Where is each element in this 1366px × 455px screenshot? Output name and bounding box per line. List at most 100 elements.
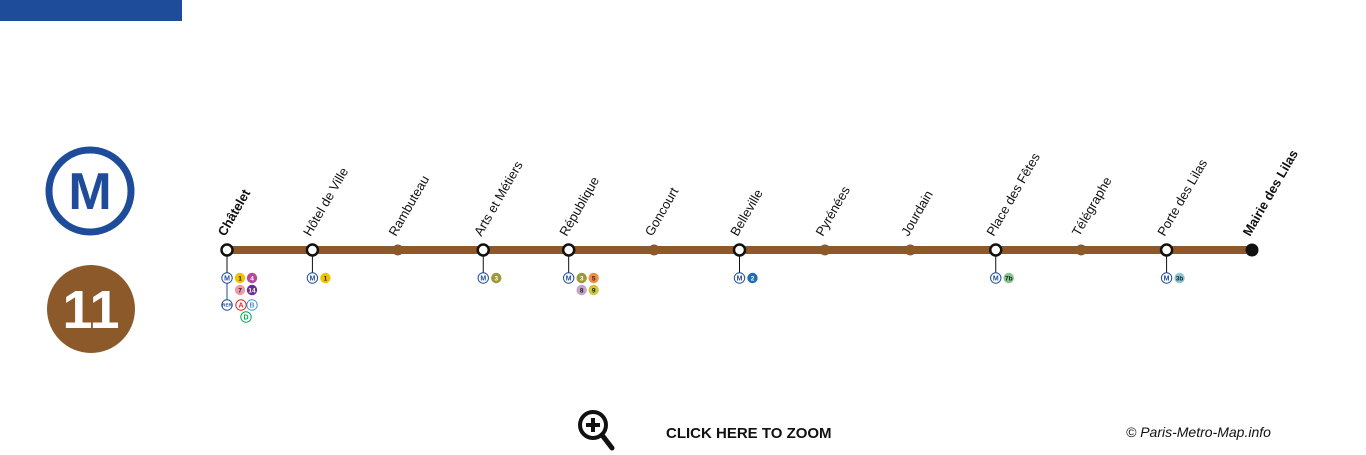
station-rambuteau[interactable]: Rambuteau: [385, 173, 432, 256]
station-connections: M 3b: [1160, 272, 1185, 284]
connection-badge-rer: [221, 299, 233, 311]
connection-badge-label: 9: [592, 288, 596, 295]
station-mairie-des-lilas[interactable]: Mairie des Lilas: [1240, 147, 1301, 257]
connection-badge-label: RER: [222, 303, 232, 308]
line-number-badge: 11: [47, 265, 135, 353]
connection-badge-8: [576, 284, 587, 296]
station-marker[interactable]: [561, 243, 576, 257]
station-marker[interactable]: [476, 243, 490, 257]
connection-badge-label: B: [249, 303, 254, 310]
connection-badge-7: [234, 284, 246, 296]
station-label: Télégraphe: [1069, 174, 1115, 238]
station-telegraphe[interactable]: Télégraphe: [1069, 174, 1115, 256]
station-marker[interactable]: [904, 244, 916, 256]
connection-badge-1: [320, 272, 331, 284]
connection-badge-label: 2: [751, 276, 755, 283]
connection-badge-7b: [1003, 272, 1014, 284]
copyright-text: © Paris-Metro-Map.info: [1126, 424, 1271, 440]
connection-badge-m: [477, 272, 489, 284]
station-marker[interactable]: [392, 244, 404, 256]
connection-badge-label: 3: [580, 276, 584, 283]
connection-badge-b: [246, 299, 258, 311]
station-marker[interactable]: [1075, 244, 1087, 256]
connection-badge-label: 4: [250, 276, 254, 283]
connection-badge-4: [246, 272, 258, 284]
station-jourdain[interactable]: Jourdain: [898, 188, 936, 256]
zoom-in-icon: [578, 410, 615, 451]
connection-badge-14: [246, 284, 258, 296]
connection-badge-label: M: [737, 276, 743, 283]
station-label: Châtelet: [215, 186, 254, 238]
connection-badge-label: 3: [494, 276, 498, 283]
station-connections: M 3 5 8 9: [562, 272, 599, 296]
station-label: Mairie des Lilas: [1240, 147, 1301, 238]
connection-badge-label: 1: [238, 276, 242, 283]
connection-badge-m: [990, 272, 1002, 284]
zoom-label: CLICK HERE TO ZOOM: [666, 425, 832, 442]
top-accent-bar: [0, 0, 182, 21]
station-pyrenees[interactable]: Pyrénées: [813, 183, 854, 256]
connection-badge-d: [240, 311, 252, 323]
connection-badge-2: [747, 272, 758, 284]
station-marker[interactable]: [819, 244, 831, 256]
station-label: Jourdain: [898, 188, 936, 239]
station-label: Rambuteau: [385, 173, 432, 239]
connection-badge-label: 8: [580, 288, 584, 295]
connection-badge-5: [588, 272, 599, 284]
connection-badge-label: M: [309, 276, 315, 283]
connection-badge-label: 14: [248, 288, 256, 295]
station-marker[interactable]: [648, 244, 660, 256]
line-number-text: 11: [62, 280, 119, 340]
connection-badge-label: D: [243, 315, 248, 322]
station-label: Belleville: [727, 187, 766, 239]
station-goncourt[interactable]: Goncourt: [642, 184, 682, 256]
station-marker[interactable]: [989, 243, 1003, 257]
connection-badge-9: [588, 284, 599, 296]
zoom-button[interactable]: CLICK HERE TO ZOOM: [574, 408, 874, 454]
connection-badge-3: [576, 272, 587, 284]
connection-badge-1: [234, 272, 246, 284]
connection-badge-m: [733, 272, 746, 284]
connection-badge-label: 1: [324, 276, 328, 283]
station-marker[interactable]: [1159, 243, 1174, 257]
station-marker[interactable]: [305, 243, 320, 257]
station-label: Goncourt: [642, 184, 682, 238]
connection-badge-label: A: [238, 303, 243, 310]
station-marker[interactable]: [732, 243, 747, 257]
connection-badge-label: 3b: [1176, 276, 1184, 283]
connection-badge-m: [562, 272, 575, 284]
connection-badge-label: M: [1164, 276, 1170, 283]
connection-badge-m: [1160, 272, 1173, 284]
station-marker[interactable]: [1245, 243, 1259, 257]
connection-badge-label: M: [480, 276, 486, 283]
station-label: Arts et Métiers: [471, 158, 526, 239]
connection-badge-a: [235, 299, 247, 311]
connection-badge-m: [306, 272, 319, 284]
metro-logo: M: [45, 146, 135, 236]
connection-badge-3b: [1174, 272, 1185, 284]
station-label: Porte des Lilas: [1154, 156, 1210, 238]
station-label: Place des Fêtes: [983, 150, 1043, 239]
line-badge-circle: [47, 265, 135, 353]
connection-badge-label: M: [566, 276, 572, 283]
station-label: Pyrénées: [813, 183, 854, 238]
station-marker[interactable]: [220, 243, 234, 257]
connection-badge-3: [491, 272, 502, 284]
connection-badge-label: M: [993, 276, 999, 283]
metro-logo-letter: M: [68, 163, 111, 221]
connection-badge-label: 5: [592, 276, 596, 283]
station-label: République: [556, 174, 602, 238]
